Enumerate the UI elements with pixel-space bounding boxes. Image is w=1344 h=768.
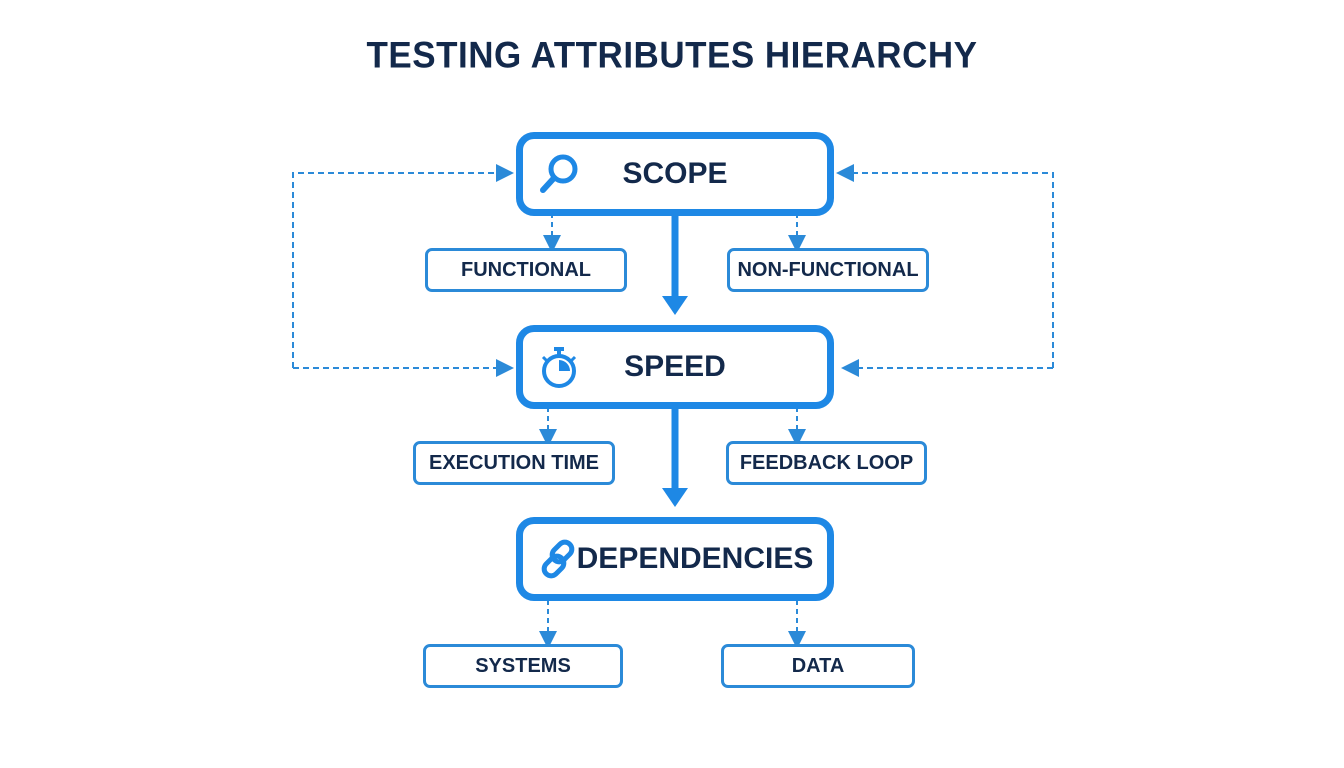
- diagram-title: TESTING ATTRIBUTES HIERARCHY: [366, 35, 978, 76]
- main-flow-arrows: [662, 210, 688, 507]
- magnifier-icon: [540, 154, 578, 193]
- functional-box[interactable]: FUNCTIONAL: [425, 248, 627, 292]
- speed-box[interactable]: SPEED: [516, 325, 834, 409]
- chain-link-icon: [541, 539, 575, 579]
- non-functional-box[interactable]: NON-FUNCTIONAL: [727, 248, 929, 292]
- feedback-loops: [292, 164, 1054, 377]
- systems-box[interactable]: SYSTEMS: [423, 644, 623, 688]
- dependencies-box[interactable]: DEPENDENCIES: [516, 517, 834, 601]
- data-box[interactable]: DATA: [721, 644, 915, 688]
- feedback-loop-box[interactable]: FEEDBACK LOOP: [726, 441, 927, 485]
- stopwatch-icon: [541, 347, 577, 388]
- dependencies-label: DEPENDENCIES: [576, 542, 814, 575]
- execution-time-box[interactable]: EXECUTION TIME: [413, 441, 615, 485]
- scope-box[interactable]: SCOPE: [516, 132, 834, 216]
- speed-label: SPEED: [624, 350, 726, 383]
- child-arrows: [539, 213, 806, 649]
- scope-label: SCOPE: [622, 157, 728, 190]
